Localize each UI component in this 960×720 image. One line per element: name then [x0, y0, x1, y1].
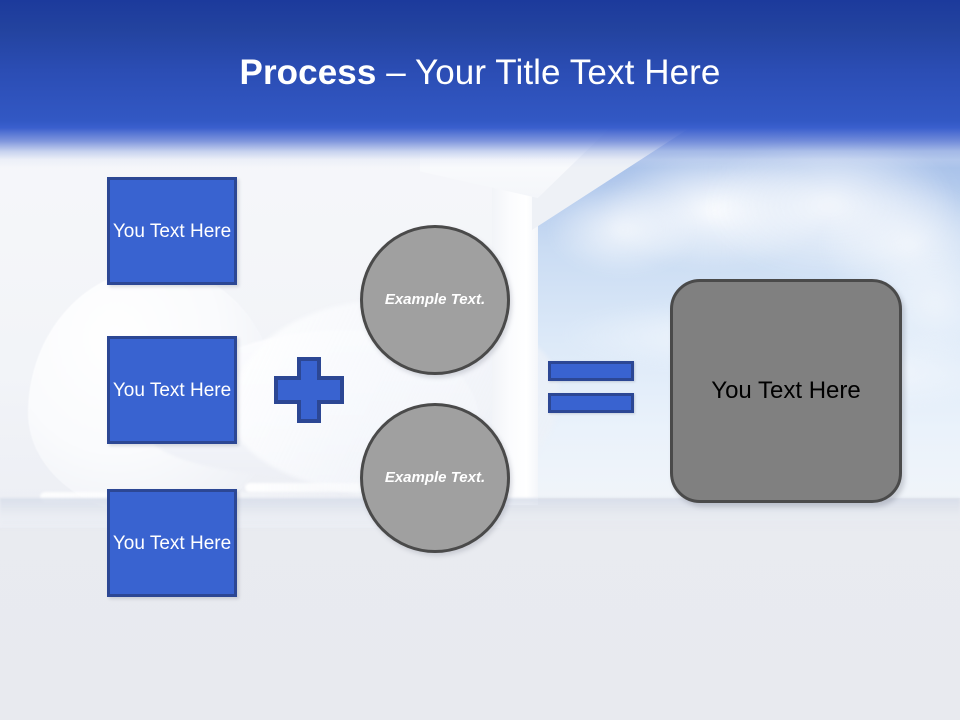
circle-shape-1[interactable]: Example Text. — [360, 225, 510, 375]
circle-shape-2-label: Example Text. — [384, 469, 486, 486]
input-box-3-label: You Text Here — [112, 532, 232, 554]
circle-shape-1-label: Example Text. — [384, 291, 486, 308]
page-title-strong: Process — [239, 53, 377, 92]
input-box-1-label: You Text Here — [112, 220, 232, 242]
input-box-2[interactable]: You Text Here — [107, 336, 237, 444]
circle-shape-2[interactable]: Example Text. — [360, 403, 510, 553]
input-box-1[interactable]: You Text Here — [107, 177, 237, 285]
page-title: Process – Your Title Text Here — [0, 52, 960, 94]
result-box-label: You Text Here — [711, 377, 861, 404]
result-box[interactable]: You Text Here — [670, 279, 902, 503]
plus-icon[interactable] — [274, 357, 344, 423]
equals-icon-bar-bottom — [548, 393, 634, 413]
input-box-3[interactable]: You Text Here — [107, 489, 237, 597]
input-box-2-label: You Text Here — [112, 379, 232, 401]
page-title-rest: – Your Title Text Here — [376, 53, 721, 92]
equals-icon[interactable] — [548, 361, 634, 413]
equals-icon-bar-top — [548, 361, 634, 381]
